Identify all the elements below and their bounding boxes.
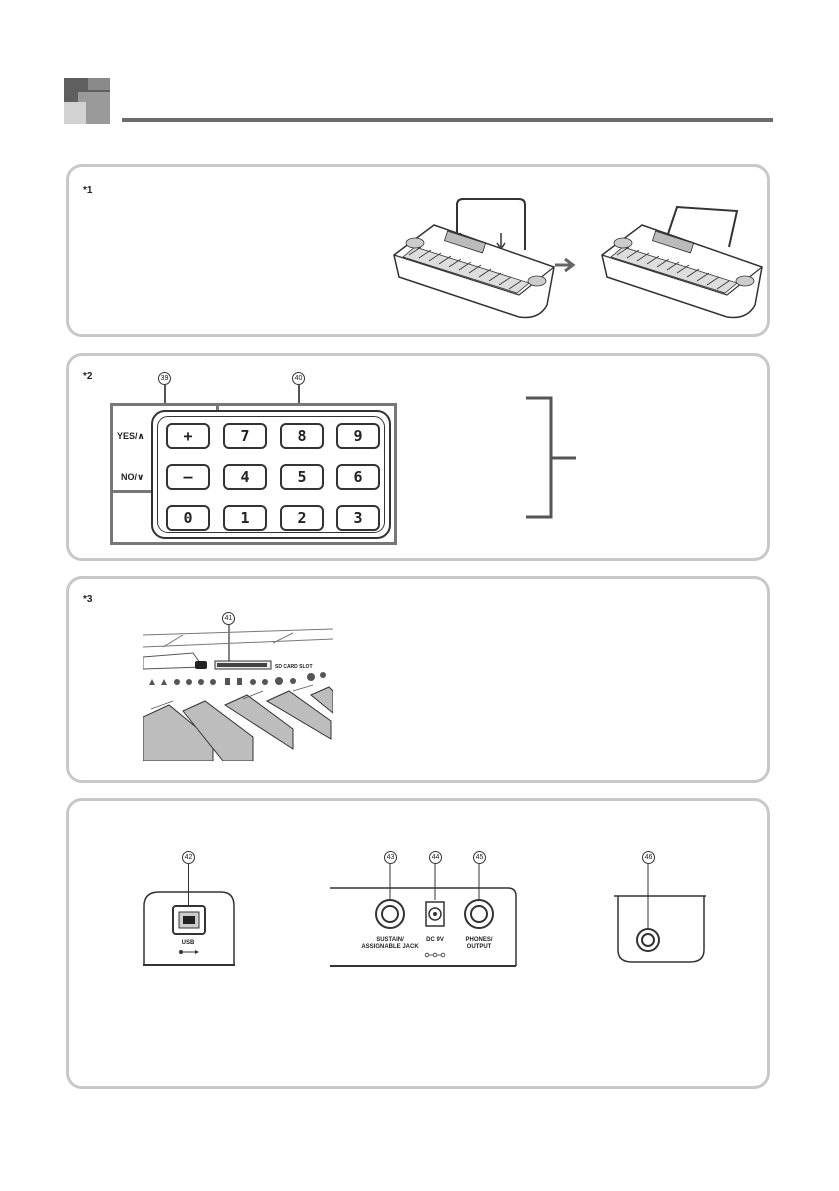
usb-label: USB xyxy=(181,940,195,946)
panel-music-stand: *1 xyxy=(66,164,770,337)
sd-slot-illustration: SD CARD SLOT xyxy=(143,625,333,761)
yes-label: YES/∧ xyxy=(117,431,145,441)
phones-label: PHONES/ xyxy=(465,937,493,943)
number-key-5[interactable]: 5 xyxy=(280,464,324,490)
callout-42-line xyxy=(188,864,189,908)
sustain-label: SUSTAIN/ xyxy=(376,937,404,943)
note-3: *3 xyxy=(83,594,93,605)
callout-39-line xyxy=(164,385,166,404)
usb-port-panel xyxy=(143,891,235,966)
arrow-right-icon xyxy=(555,257,576,273)
right-bracket xyxy=(526,396,576,519)
rear-jack-panel xyxy=(330,864,517,967)
callout-42: 42 xyxy=(182,851,195,864)
number-key-0[interactable]: 0 xyxy=(166,505,210,531)
sd-slot-label: SD CARD SLOT xyxy=(275,664,313,670)
panel-jacks xyxy=(66,798,770,1089)
number-key-1[interactable]: 1 xyxy=(223,505,267,531)
callout-40: 40 xyxy=(292,372,305,385)
keyboard-illustration-after xyxy=(601,205,763,319)
keypad-bracket-outer xyxy=(110,403,397,545)
number-key-2[interactable]: 2 xyxy=(280,505,324,531)
number-key-8[interactable]: 8 xyxy=(280,423,324,449)
number-key-9[interactable]: 9 xyxy=(336,423,380,449)
number-key-4[interactable]: 4 xyxy=(223,464,267,490)
dc-9v-label: DC 9V xyxy=(426,937,444,943)
note-1: *1 xyxy=(83,185,93,196)
number-key-7[interactable]: 7 xyxy=(223,423,267,449)
usb-icon xyxy=(179,950,199,954)
callout-43: 43 xyxy=(384,851,397,864)
number-key-6[interactable]: 6 xyxy=(336,464,380,490)
callout-41: 41 xyxy=(222,612,235,625)
side-jack-illustration xyxy=(614,864,706,963)
assignable-jack-label: ASSIGNABLE JACK xyxy=(361,944,419,950)
note-2: *2 xyxy=(83,371,93,382)
callout-46: 46 xyxy=(642,851,655,864)
keyboard-illustration-before xyxy=(393,198,555,319)
plus-key[interactable]: + xyxy=(166,423,210,449)
number-key-3[interactable]: 3 xyxy=(336,505,380,531)
callout-40-line xyxy=(298,385,300,404)
output-label: OUTPUT xyxy=(466,944,492,950)
section-icon xyxy=(64,78,110,124)
callout-39: 39 xyxy=(158,372,171,385)
callout-44: 44 xyxy=(429,851,442,864)
minus-key[interactable]: – xyxy=(166,464,210,490)
callout-45: 45 xyxy=(473,851,486,864)
header-rule xyxy=(122,118,773,122)
no-label: NO/∨ xyxy=(121,472,145,482)
